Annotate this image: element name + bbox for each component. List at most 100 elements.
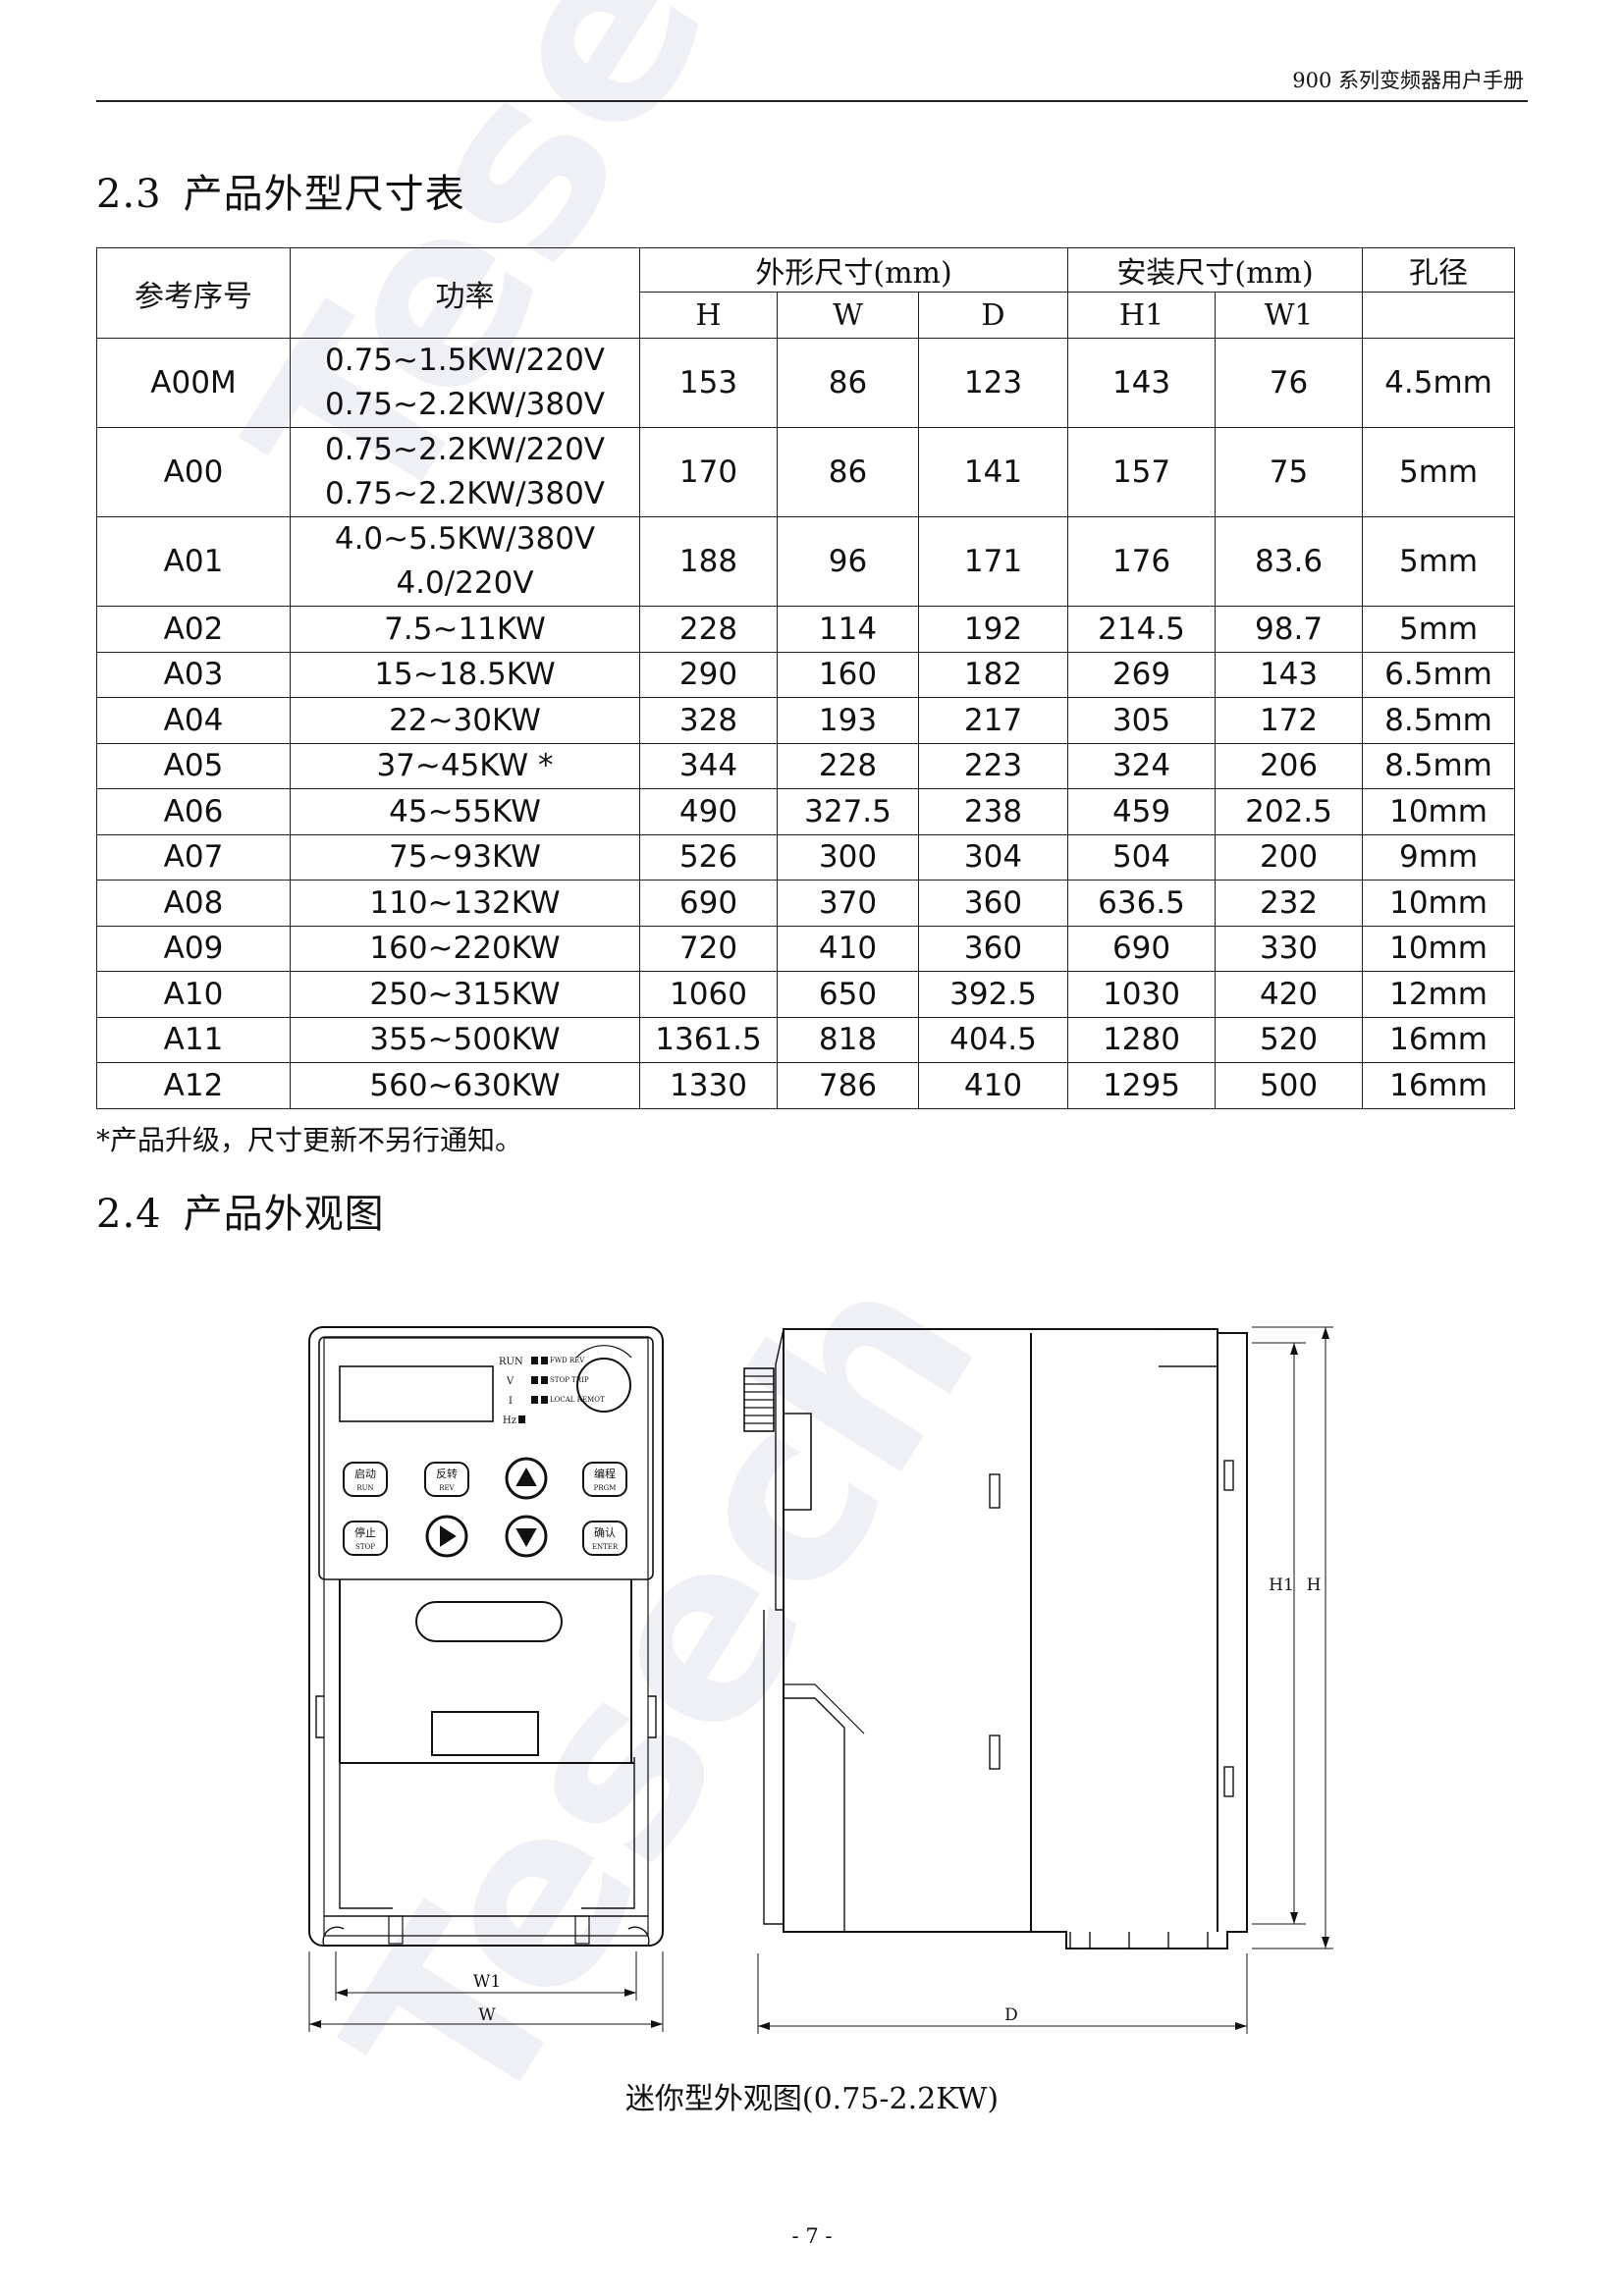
power-line: 110~132KW — [369, 884, 561, 921]
cell-h1: 269 — [1067, 651, 1217, 698]
led-label-i: I — [509, 1396, 513, 1407]
cell-h: 1361.5 — [639, 1016, 778, 1063]
cell-power: 160~220KW — [290, 925, 640, 972]
cell-hole: 10mm — [1362, 880, 1516, 927]
led-label-run: RUN — [499, 1357, 523, 1367]
cell-w1: 75 — [1215, 427, 1364, 517]
cell-w: 818 — [777, 1016, 919, 1063]
cell-h1: 305 — [1067, 697, 1217, 744]
cell-d: 404.5 — [917, 1016, 1069, 1063]
cell-w: 327.5 — [777, 788, 919, 835]
cell-w1: 98.7 — [1215, 606, 1364, 653]
cell-w1: 420 — [1215, 971, 1364, 1018]
cell-d: 141 — [917, 427, 1069, 517]
cell-h1: 143 — [1067, 338, 1217, 428]
cell-d: 238 — [917, 788, 1069, 835]
power-line: 0.75~2.2KW/380V — [325, 476, 605, 511]
cell-d: 217 — [917, 697, 1069, 744]
dim-label-w1: W1 — [473, 1972, 501, 1992]
cell-d: 182 — [917, 651, 1069, 698]
cell-h1: 324 — [1067, 742, 1217, 789]
dim-label-h: H — [1307, 1575, 1322, 1595]
cell-w1: 200 — [1215, 833, 1364, 881]
cell-h: 720 — [639, 925, 778, 972]
cell-power: 37~45KW * — [290, 742, 640, 789]
led-label-hz: Hz — [503, 1415, 516, 1426]
cell-w: 228 — [777, 742, 919, 789]
key-rev-cn: 反转 — [436, 1467, 458, 1480]
cell-ref: A00M — [96, 338, 291, 428]
cell-h: 188 — [639, 516, 778, 607]
cell-ref: A08 — [96, 880, 291, 927]
cell-d: 123 — [917, 338, 1069, 428]
power-line: 250~315KW — [369, 976, 561, 1012]
cell-power: 75~93KW — [290, 833, 640, 881]
panel-text: RUN V I Hz FWD REV STOP TRIP LOCAL REMOT — [499, 1357, 605, 1426]
power-line: 4.0~5.5KW/380V — [334, 521, 596, 557]
cell-ref: A04 — [96, 697, 291, 744]
cell-w1: 520 — [1215, 1016, 1364, 1063]
section-heading-2-4: 2.4 产品外观图 — [96, 1182, 385, 1239]
cell-ref: A03 — [96, 651, 291, 698]
cell-d: 392.5 — [917, 971, 1069, 1018]
indicator-leds — [518, 1357, 548, 1423]
cell-w: 650 — [777, 971, 919, 1018]
cell-w1: 172 — [1215, 697, 1364, 744]
section-title: 产品外观图 — [183, 1192, 385, 1237]
cell-hole: 16mm — [1362, 1016, 1516, 1063]
front-view — [308, 1326, 664, 2032]
figure-caption: 迷你型外观图(0.75-2.2KW) — [624, 2082, 1000, 2116]
cell-hole: 6.5mm — [1362, 651, 1516, 698]
dimension-arrows — [309, 1327, 1329, 2030]
dim-label-d: D — [1004, 2005, 1018, 2025]
key-labels: 启动 RUN 反转 REV 编程 PRGM 停止 STOP 确认 ENTER — [354, 1467, 619, 1551]
power-line: 22~30KW — [389, 702, 541, 738]
footnote: *产品升级，尺寸更新不另行通知。 — [96, 1124, 523, 1156]
cell-w1: 83.6 — [1215, 516, 1364, 607]
cell-hole: 5mm — [1362, 516, 1516, 607]
cell-h1: 157 — [1067, 427, 1217, 517]
power-line: 0.75~2.2KW/220V — [325, 432, 605, 467]
cell-d: 192 — [917, 606, 1069, 653]
header-rule — [96, 100, 1528, 102]
cell-w1: 76 — [1215, 338, 1364, 428]
cell-d: 360 — [917, 925, 1069, 972]
cell-hole: 16mm — [1362, 1062, 1516, 1109]
cell-h1: 214.5 — [1067, 606, 1217, 653]
cell-hole: 10mm — [1362, 788, 1516, 835]
dimension-labels: W1 W D H1 H — [473, 1575, 1322, 2025]
led-label-v: V — [506, 1376, 514, 1387]
key-run-en: RUN — [356, 1484, 373, 1492]
section-number: 2.3 — [96, 172, 162, 217]
cell-h: 170 — [639, 427, 778, 517]
cell-power: 560~630KW — [290, 1062, 640, 1109]
power-line: 4.0/220V — [396, 565, 534, 601]
cell-ref: A06 — [96, 788, 291, 835]
power-line: 37~45KW * — [376, 748, 554, 784]
power-line: 15~18.5KW — [374, 657, 556, 693]
power-line: 0.75~2.2KW/380V — [325, 387, 605, 422]
power-line: 75~93KW — [389, 839, 541, 876]
cell-w1: 206 — [1215, 742, 1364, 789]
cell-w1: 330 — [1215, 925, 1364, 972]
cell-ref: A10 — [96, 971, 291, 1018]
section-number: 2.4 — [96, 1192, 162, 1237]
header-hole: 孔径 — [1362, 247, 1516, 293]
running-header: 900 系列变频器用户手册 — [1292, 69, 1524, 92]
power-line: 7.5~11KW — [384, 611, 546, 647]
cell-w1: 143 — [1215, 651, 1364, 698]
cell-w: 114 — [777, 606, 919, 653]
